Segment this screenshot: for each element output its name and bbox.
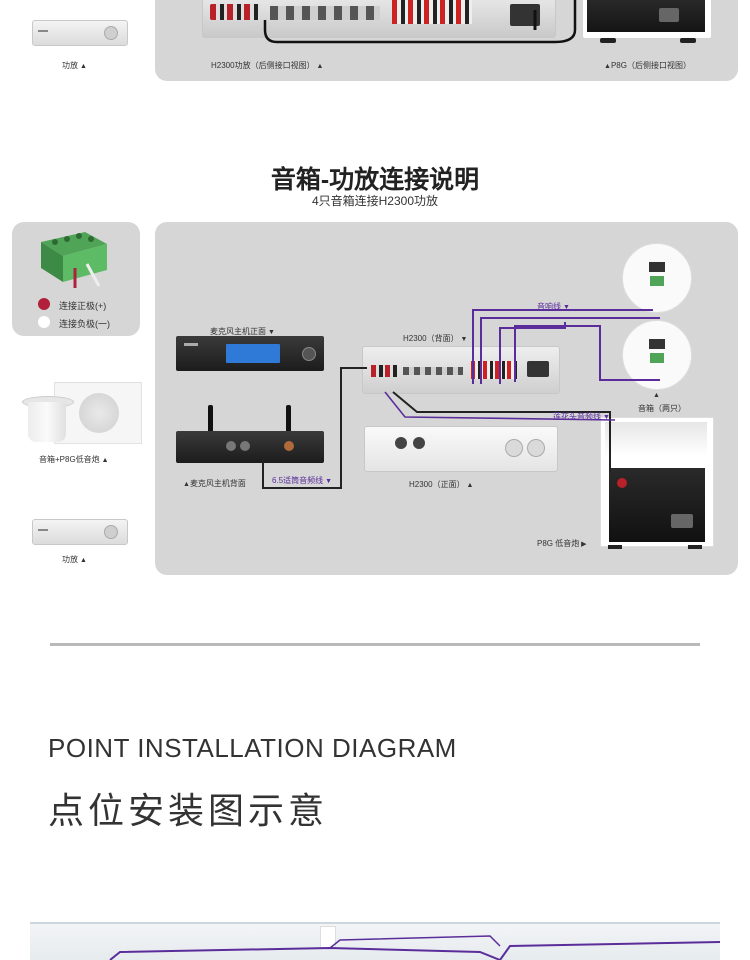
positive-label: 连接正极(+) (59, 301, 107, 311)
h2300-back-device (362, 346, 560, 394)
power-inlet (510, 4, 540, 26)
amp-label-top: 功放 (62, 60, 87, 71)
terminal-block-icon (41, 232, 107, 288)
amp-thumbnail-top (32, 20, 128, 46)
mic-front-device (176, 336, 324, 371)
mic-antenna-right (286, 405, 291, 435)
section-title: 音箱-功放连接说明 (270, 166, 480, 194)
section-divider (50, 643, 700, 646)
mic-front-label: 麦克风主机正面 (210, 326, 275, 337)
h2300-front-label: H2300（正面） (409, 479, 473, 490)
speakers-pair-arrow: ▲ (653, 392, 660, 399)
install-title-cn: 点位安装图示意 (48, 790, 329, 831)
rca-wire-label: 莲花头音频线 (553, 411, 610, 422)
speaker-terminals (392, 0, 472, 24)
subwoofer-thumbnail (54, 382, 142, 444)
negative-dot (38, 316, 50, 328)
mic-back-label: 麦克风主机背面 (183, 478, 246, 489)
h2300-front-device (364, 426, 558, 472)
ceiling-speaker-2 (622, 320, 692, 390)
port-cluster (270, 6, 380, 20)
side-amp-label: 功放 (62, 554, 87, 565)
side-speakers-label: 音箱+P8G低音炮 (39, 454, 109, 465)
amp-thumbnail-side (32, 519, 128, 545)
jack-wire-label: 6.5适筒音频线 (272, 475, 332, 486)
h2300-back-label: H2300（背面） (403, 333, 467, 344)
room-diagram-preview (30, 922, 720, 960)
rca-jacks (210, 4, 260, 20)
speakers-pair-label: 音箱（两只） (638, 404, 686, 413)
mic-back-device (176, 431, 324, 463)
positive-dot (38, 298, 50, 310)
sub-foot-right (688, 545, 702, 549)
install-title-en: POINT INSTALLATION DIAGRAM (48, 733, 457, 763)
p8g-rear-device (583, 0, 711, 38)
connection-wires (262, 309, 660, 489)
rear-view-label: H2300功放（后侧接口视图） (211, 60, 323, 71)
p8g-rear-feet-2 (680, 38, 696, 43)
mic-antenna-left (208, 405, 213, 435)
ceiling-speaker-1 (622, 243, 692, 313)
top-cables (263, 0, 577, 44)
p8g-rear-label: P8G（后侧接口视图） (604, 60, 691, 71)
subwoofer-label: P8G 低音炮 (537, 538, 587, 549)
speaker-wire-label: 音响线 (537, 301, 570, 312)
section-subtitle: 4只音箱连接H2300功放 (311, 194, 439, 208)
p8g-rear-feet (600, 38, 616, 43)
p8g-subwoofer-device (600, 417, 714, 547)
room-wires (109, 935, 720, 960)
sub-foot-left (608, 545, 622, 549)
negative-label: 连接负极(一) (59, 319, 110, 329)
ceiling-speaker-thumbnail (20, 396, 74, 446)
